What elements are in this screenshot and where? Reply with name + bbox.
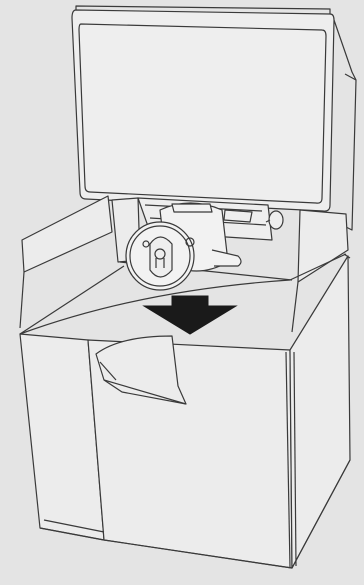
down-arrow-icon [144, 296, 236, 334]
monitor-screen [79, 24, 326, 203]
monitor [72, 6, 356, 230]
left-flap [22, 196, 112, 272]
bracket-slot [224, 210, 252, 222]
side-knob [269, 211, 283, 229]
keyhole [150, 237, 172, 277]
box-right-face [290, 256, 350, 568]
mount-top-lug [172, 204, 212, 212]
